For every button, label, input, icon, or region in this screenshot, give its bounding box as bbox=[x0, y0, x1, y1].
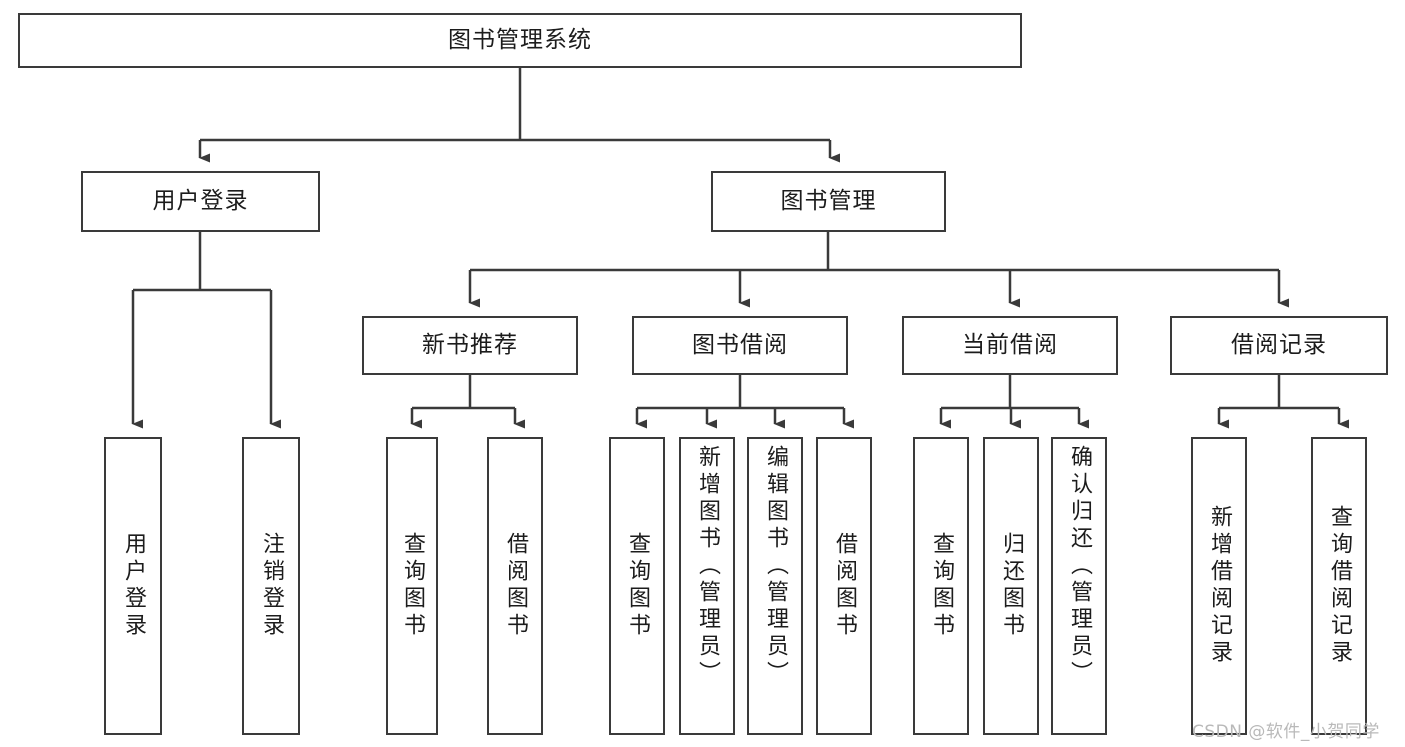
node-leaf-edit-book-admin[interactable]: 编辑图书（管理员） bbox=[747, 437, 803, 735]
node-user-login[interactable]: 用户登录 bbox=[81, 171, 320, 232]
node-leaf-query-book-3-label: 查询图书 bbox=[929, 532, 954, 640]
node-leaf-query-book-1[interactable]: 查询图书 bbox=[386, 437, 438, 735]
node-leaf-borrow-book-2-label: 借阅图书 bbox=[832, 532, 857, 640]
node-book-borrow[interactable]: 图书借阅 bbox=[632, 316, 848, 375]
node-root[interactable]: 图书管理系统 bbox=[18, 13, 1022, 68]
node-leaf-borrow-book-1-label: 借阅图书 bbox=[503, 532, 528, 640]
node-leaf-user-logout[interactable]: 注销登录 bbox=[242, 437, 300, 735]
node-leaf-add-book-admin[interactable]: 新增图书（管理员） bbox=[679, 437, 735, 735]
node-book-borrow-label: 图书借阅 bbox=[692, 331, 788, 358]
node-new-book-recommend-label: 新书推荐 bbox=[422, 331, 518, 358]
node-leaf-query-book-1-label: 查询图书 bbox=[400, 532, 425, 640]
node-leaf-return-book-label: 归还图书 bbox=[999, 532, 1024, 640]
node-leaf-query-borrow-record[interactable]: 查询借阅记录 bbox=[1311, 437, 1367, 735]
node-leaf-add-borrow-record[interactable]: 新增借阅记录 bbox=[1191, 437, 1247, 735]
node-leaf-query-borrow-record-label: 查询借阅记录 bbox=[1327, 505, 1352, 667]
node-new-book-recommend[interactable]: 新书推荐 bbox=[362, 316, 578, 375]
node-leaf-borrow-book-1[interactable]: 借阅图书 bbox=[487, 437, 543, 735]
node-current-borrow-label: 当前借阅 bbox=[962, 331, 1058, 358]
csdn-watermark: CSDN @软件_小贺同学 bbox=[1192, 722, 1380, 742]
node-user-login-label: 用户登录 bbox=[152, 187, 249, 214]
node-leaf-user-login[interactable]: 用户登录 bbox=[104, 437, 162, 735]
node-leaf-query-book-2[interactable]: 查询图书 bbox=[609, 437, 665, 735]
node-leaf-borrow-book-2[interactable]: 借阅图书 bbox=[816, 437, 872, 735]
node-root-label: 图书管理系统 bbox=[448, 26, 592, 53]
node-leaf-add-borrow-record-label: 新增借阅记录 bbox=[1207, 505, 1232, 667]
node-leaf-query-book-3[interactable]: 查询图书 bbox=[913, 437, 969, 735]
node-book-manage[interactable]: 图书管理 bbox=[711, 171, 946, 232]
node-leaf-confirm-return-admin[interactable]: 确认归还（管理员） bbox=[1051, 437, 1107, 735]
node-current-borrow[interactable]: 当前借阅 bbox=[902, 316, 1118, 375]
node-leaf-query-book-2-label: 查询图书 bbox=[625, 532, 650, 640]
node-borrow-record-label: 借阅记录 bbox=[1231, 331, 1327, 358]
node-book-manage-label: 图书管理 bbox=[780, 187, 877, 214]
node-leaf-user-login-label: 用户登录 bbox=[121, 532, 146, 640]
node-leaf-user-logout-label: 注销登录 bbox=[259, 532, 284, 640]
node-leaf-return-book[interactable]: 归还图书 bbox=[983, 437, 1039, 735]
node-leaf-confirm-return-admin-label: 确认归还（管理员） bbox=[1067, 445, 1092, 688]
node-leaf-edit-book-admin-label: 编辑图书（管理员） bbox=[763, 445, 788, 688]
node-leaf-add-book-admin-label: 新增图书（管理员） bbox=[695, 445, 720, 688]
connector-group bbox=[131, 68, 1349, 429]
node-borrow-record[interactable]: 借阅记录 bbox=[1170, 316, 1388, 375]
